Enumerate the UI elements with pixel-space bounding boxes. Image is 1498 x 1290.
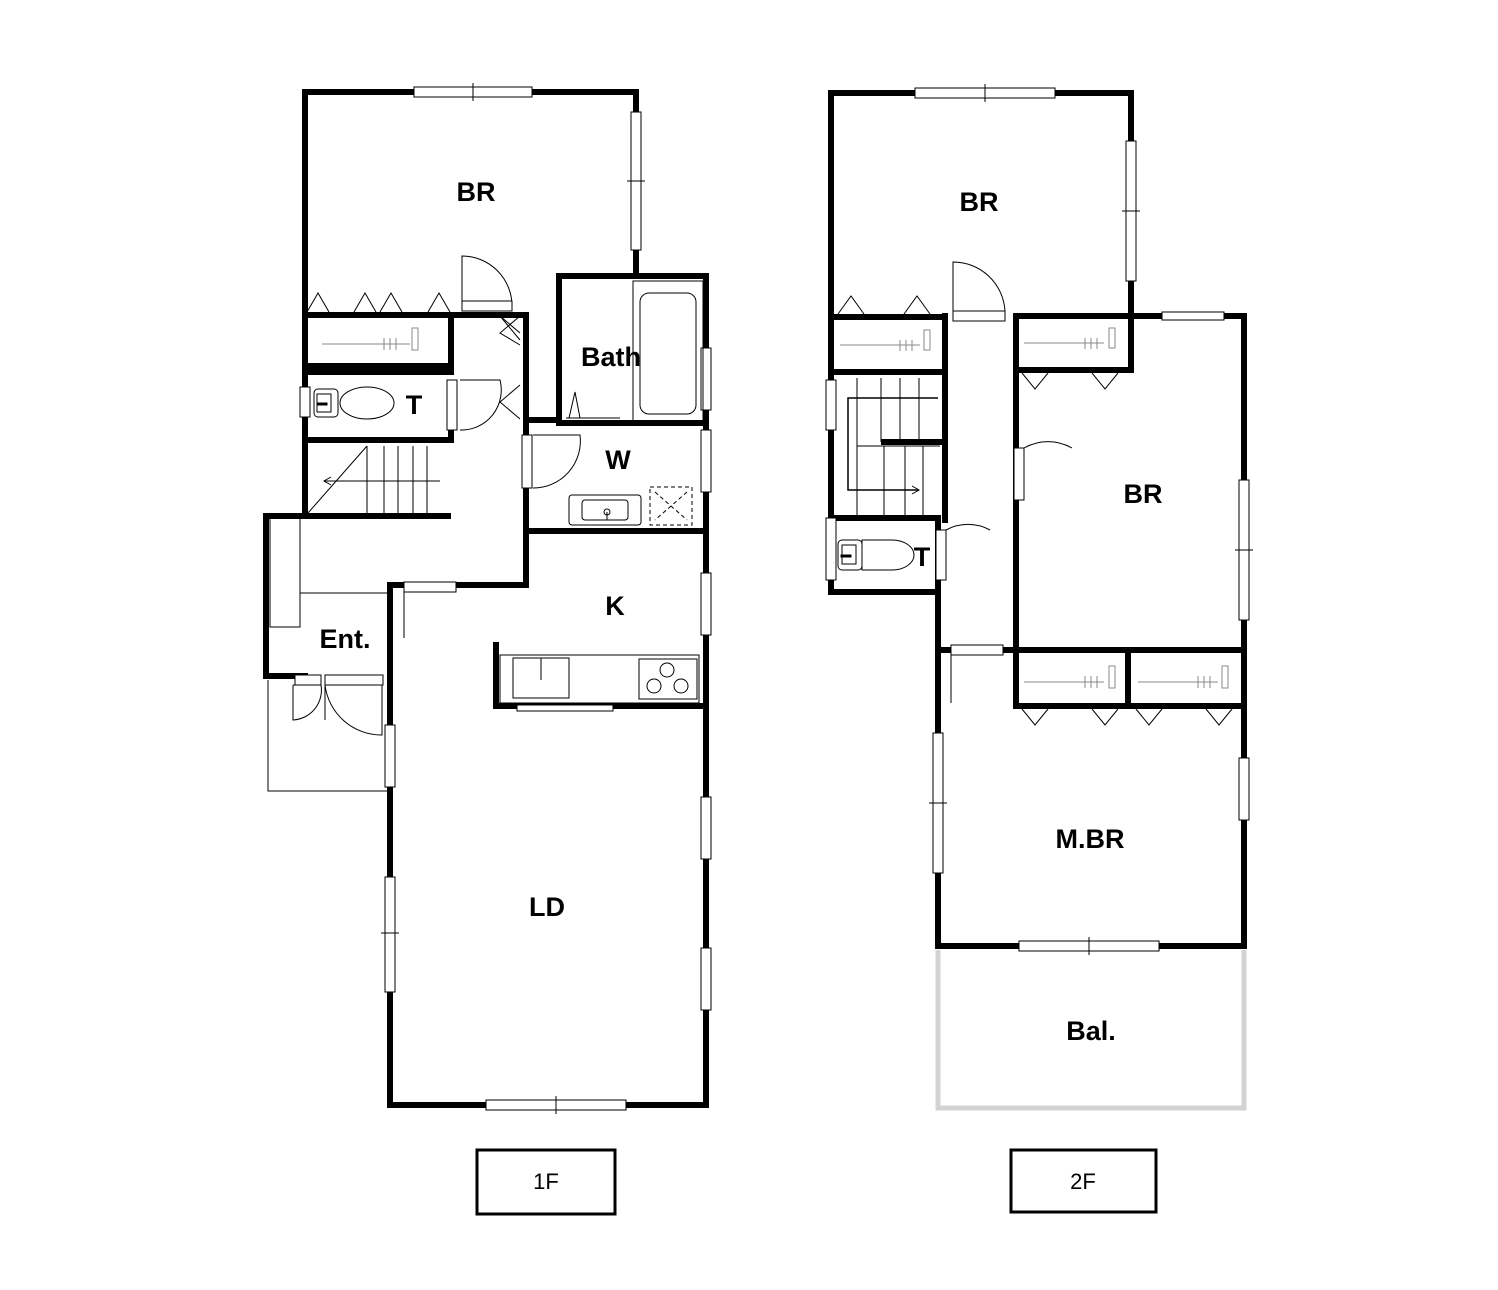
floor-2-doors xyxy=(935,261,1073,703)
floor-1-plan: BR Bath T W K Ent. LD 1F xyxy=(263,83,712,1216)
floor-1-closet xyxy=(306,292,451,351)
toilet-2-fixture xyxy=(837,539,915,571)
room-label-master-br: M.BR xyxy=(1056,824,1125,854)
room-label-kitchen: K xyxy=(605,591,625,621)
br-door[interactable] xyxy=(461,255,513,307)
room-label-balcony: Bal. xyxy=(1066,1016,1116,1046)
entry-door-right[interactable] xyxy=(324,684,383,736)
vanity xyxy=(568,486,693,526)
window xyxy=(825,379,837,431)
floor-2-tag: 2F xyxy=(1070,1169,1096,1194)
br-top-door[interactable] xyxy=(952,261,1006,312)
window xyxy=(700,796,712,860)
toilet-2-door[interactable] xyxy=(945,523,991,580)
master-br-door[interactable] xyxy=(950,647,1004,703)
floor-1-stairs xyxy=(307,445,440,514)
room-label-br: BR xyxy=(457,177,496,207)
room-label-washroom: W xyxy=(605,445,631,475)
window xyxy=(825,517,837,581)
room-label-bath: Bath xyxy=(581,342,641,372)
window xyxy=(384,724,396,788)
room-label-toilet-2: T xyxy=(914,542,931,572)
window xyxy=(700,572,712,636)
room-label-br-top: BR xyxy=(960,187,999,217)
toilet-fixture xyxy=(313,386,395,420)
window xyxy=(700,347,712,411)
window xyxy=(1238,757,1250,821)
window xyxy=(700,947,712,1011)
floor-2-walls xyxy=(828,90,1247,949)
entrance-details xyxy=(269,515,390,736)
floor-1-tag: 1F xyxy=(533,1169,559,1194)
floor-1-tag-box xyxy=(475,1148,617,1216)
washroom-door[interactable] xyxy=(532,434,581,489)
room-label-br-right: BR xyxy=(1124,479,1163,509)
room-label-ld: LD xyxy=(529,892,565,922)
kitchen-counter xyxy=(499,654,700,704)
floor-2-tag-box xyxy=(1009,1148,1158,1214)
window xyxy=(516,704,614,712)
floor-2-closets xyxy=(837,295,1233,726)
room-label-toilet: T xyxy=(406,390,423,420)
floor-2-windows xyxy=(825,84,1253,955)
floor-1-windows xyxy=(299,83,712,1114)
porch xyxy=(267,680,390,792)
toilet-door[interactable] xyxy=(459,379,502,431)
floor-2-stairs xyxy=(847,378,940,515)
room-label-entrance: Ent. xyxy=(320,624,371,654)
window xyxy=(384,876,396,993)
window xyxy=(1161,311,1225,321)
window xyxy=(700,429,712,493)
floor-1-doors xyxy=(403,255,581,638)
br-right-door[interactable] xyxy=(1023,441,1073,500)
balcony-rail xyxy=(935,950,1247,1111)
floor-2-plan: BR BR T M.BR Bal. 2F xyxy=(825,84,1253,1214)
entry-door-left[interactable] xyxy=(292,684,322,721)
window xyxy=(299,386,311,418)
bathtub xyxy=(566,280,704,422)
